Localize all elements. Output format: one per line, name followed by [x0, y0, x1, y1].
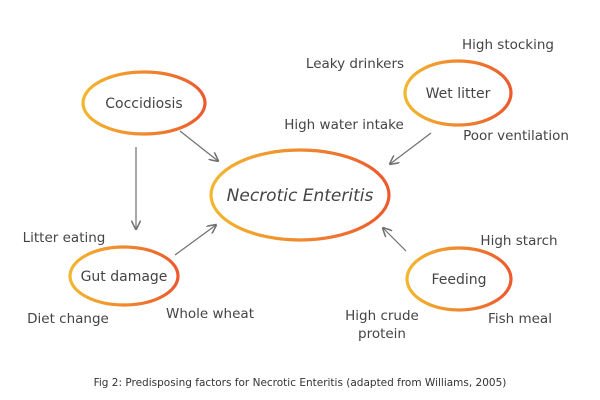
factor-high-crude: High crude	[345, 308, 419, 324]
coccidiosis-label: Coccidiosis	[105, 96, 182, 112]
factor-diet-change: Diet change	[27, 311, 109, 327]
factor-leaky-drinkers: Leaky drinkers	[306, 56, 404, 72]
arrow-gut-damage-to-necrotic-enteritis	[174, 225, 216, 256]
feeding-node	[405, 246, 513, 312]
factor-fish-meal: Fish meal	[488, 311, 552, 327]
gut-damage-node	[68, 245, 180, 307]
nodes	[68, 59, 513, 312]
factor-litter-eating: Litter eating	[23, 230, 106, 246]
gut-damage-label: Gut damage	[81, 269, 168, 285]
arrow-wet-litter-to-necrotic-enteritis	[390, 132, 432, 164]
factor-poor-ventilation: Poor ventilation	[463, 128, 569, 144]
coccidiosis-node	[81, 70, 207, 136]
factor-high-stocking: High stocking	[462, 37, 554, 53]
feeding-label: Feeding	[431, 272, 486, 288]
factor-high-water-intake: High water intake	[284, 117, 404, 133]
factor-protein: protein	[358, 326, 406, 342]
arrow-feeding-to-necrotic-enteritis	[383, 228, 407, 252]
factor-whole-wheat: Whole wheat	[166, 306, 254, 322]
necrotic-enteritis-node	[209, 148, 391, 242]
factor-high-starch: High starch	[480, 233, 557, 249]
figure-caption: Fig 2: Predisposing factors for Necrotic…	[94, 377, 507, 389]
arrows	[136, 130, 432, 256]
wet-litter-node	[403, 59, 513, 127]
arrow-coccidiosis-to-necrotic-enteritis	[179, 130, 218, 161]
wet-litter-label: Wet litter	[426, 86, 491, 102]
necrotic-enteritis-label: Necrotic Enteritis	[227, 186, 374, 206]
